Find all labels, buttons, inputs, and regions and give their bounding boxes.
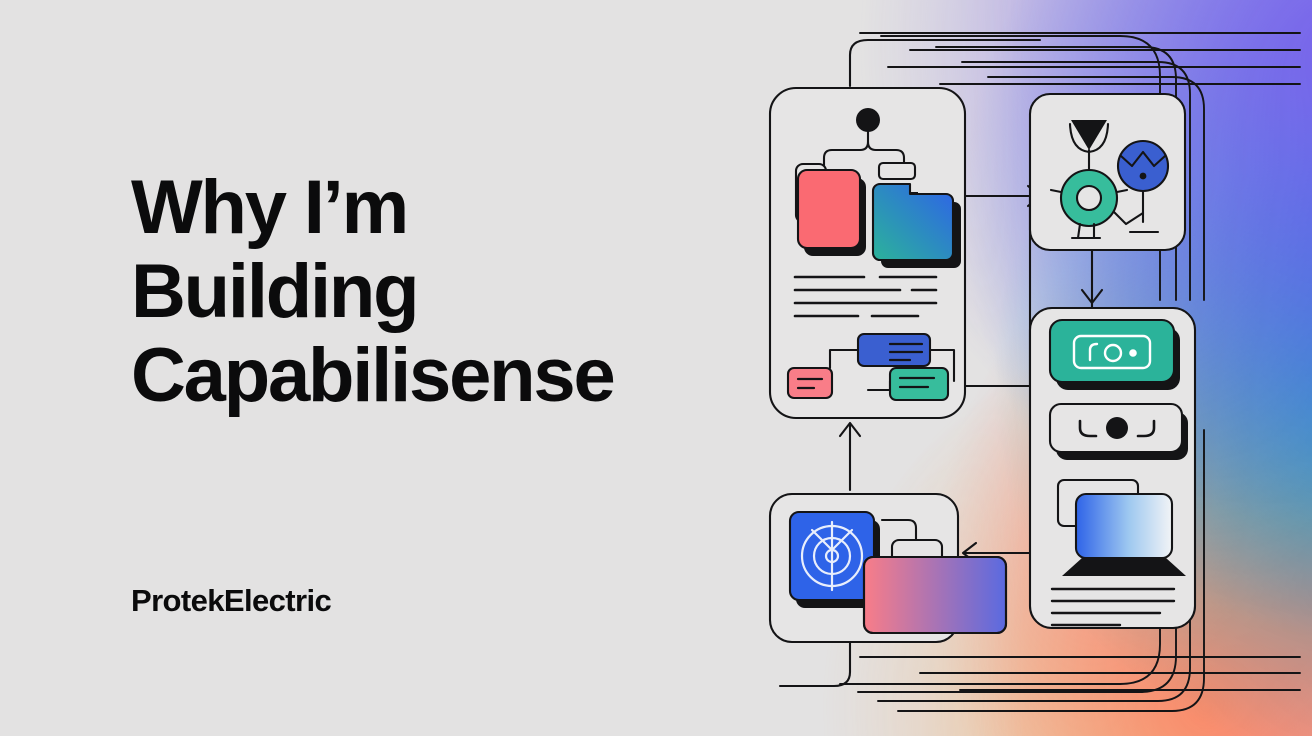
- title-line-2: Building: [131, 249, 420, 334]
- arrow-up-head: [838, 421, 862, 438]
- flow-node-teal: [888, 366, 950, 402]
- funnel-icon: [1071, 120, 1107, 150]
- status-dot: [856, 108, 880, 132]
- arrow-down-head: [1080, 288, 1104, 305]
- hero-text-column: Why I’m Building Capabilisense ProtekEle…: [131, 166, 731, 619]
- paragraph-lines: [1050, 587, 1176, 627]
- ro-dot-glyph: [1072, 334, 1152, 370]
- panel-stack: [1028, 306, 1197, 630]
- capability-flow-diagram: [740, 0, 1312, 736]
- title-line-1: Why I’m: [131, 165, 409, 250]
- teal-media-card: [1048, 318, 1176, 384]
- panel-nodes: [1028, 92, 1187, 252]
- blue-disc-node: [1116, 139, 1170, 193]
- chart-card: [862, 555, 1008, 635]
- teal-blue-gradient-card: [871, 182, 955, 262]
- flow-node-blue: [856, 332, 932, 368]
- abstract-face-glyph: [1078, 417, 1156, 439]
- trace-lines-top-straight: [859, 32, 1301, 85]
- brand-wordmark: ProtekElectric: [131, 583, 332, 618]
- page-title: Why I’m Building Capabilisense: [131, 166, 731, 418]
- trace-lines-top: [880, 35, 1205, 301]
- coral-card: [796, 168, 862, 250]
- monitor-icon: [1074, 492, 1174, 560]
- panel-cards: [768, 86, 967, 420]
- flow-node-pink: [786, 366, 834, 400]
- mini-flowchart: [786, 332, 956, 402]
- paragraph-lines: [793, 275, 938, 318]
- title-line-3: Capabilisense: [131, 333, 616, 418]
- panel-radar: [768, 492, 1008, 644]
- radar-target-glyph: [800, 520, 864, 592]
- outline-ghost-card: [880, 518, 918, 550]
- trace-lines-bottom-straight: [859, 656, 1301, 691]
